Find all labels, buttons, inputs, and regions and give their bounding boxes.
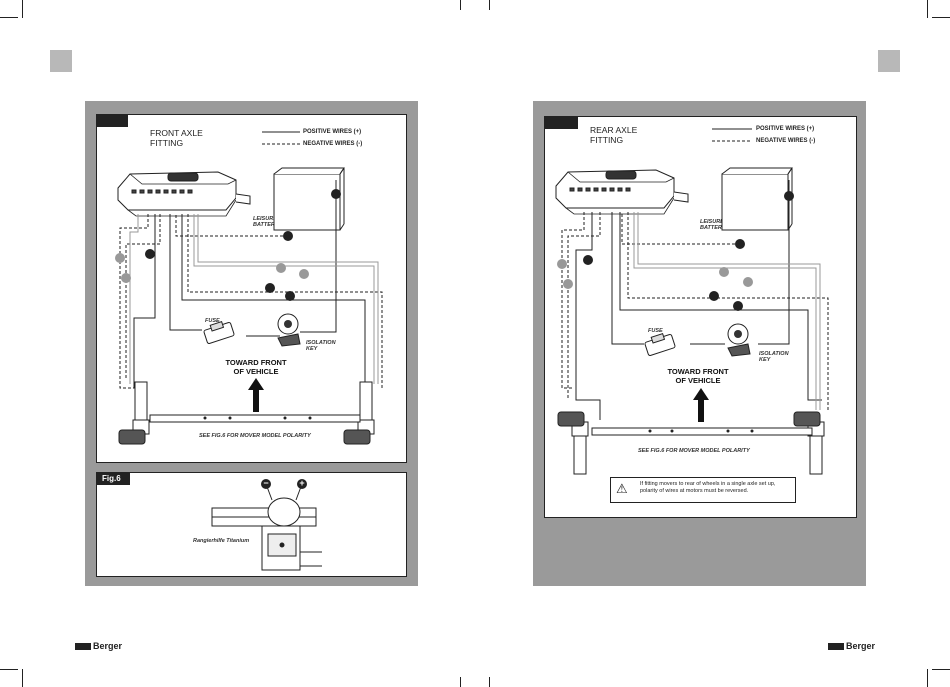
fuse-label: FUSE [648,328,663,334]
crop-mark [927,669,928,687]
brand-name: Berger [93,641,123,651]
toward-front-label: TOWARD FRONT OF VEHICLE [667,367,729,385]
plus-symbol: + [299,478,305,488]
minus-symbol: − [263,478,269,488]
brand-name: Berger [846,641,876,651]
positive-terminal-icon [297,479,307,489]
polarity-note: SEE FIG.6 FOR MOVER MODEL POLARITY [199,433,311,439]
crop-mark [0,669,18,670]
polarity-note: SEE FIG.6 FOR MOVER MODEL POLARITY [638,448,750,454]
logo-mark [75,643,91,651]
legend-negative: NEGATIVE WIRES (-) [303,141,363,147]
rear-label-block [544,116,578,129]
page-tab-right [878,50,900,72]
crop-mark [489,677,490,687]
toward-front-label: TOWARD FRONT OF VEHICLE [225,358,287,376]
crop-mark [927,0,928,18]
page-tab-left [50,50,72,72]
crop-mark [932,669,950,670]
crop-mark [22,669,23,687]
front-axle-title: FRONT AXLE FITTING [150,128,203,148]
brand-logo-right: Berger [828,641,875,651]
legend-positive: POSITIVE WIRES (+) [303,129,362,135]
rear-axle-title: REAR AXLE FITTING [590,125,638,145]
isolation-key-label: ISOLATION KEY [759,351,789,363]
crop-mark [0,17,18,18]
reversal-warning: ⚠ If fitting movers to rear of wheels in… [610,477,796,503]
warning-text: If fitting movers to rear of wheels in a… [640,481,776,494]
front-label-block [96,114,128,127]
front-axle-panel [96,114,407,463]
legend-negative: NEGATIVE WIRES (-) [756,138,816,144]
crop-mark [22,0,23,18]
isolation-key-label: ISOLATION KEY [306,340,336,352]
battery-label: LEISURE BATTERY [253,216,279,228]
brand-logo-left: Berger [75,641,122,651]
rear-axle-panel [544,116,857,518]
crop-mark [932,17,950,18]
logo-mark [828,643,844,651]
crop-mark [460,677,461,687]
crop-mark [489,0,490,10]
model-label: Rangierhilfe Titanium [193,538,250,544]
warning-icon: ⚠ [616,481,628,496]
crop-mark [460,0,461,10]
fig6-label: Fig.6 [96,472,130,485]
negative-terminal-icon [261,479,271,489]
battery-label: LEISURE BATTERY [700,219,726,231]
fuse-label: FUSE [205,318,220,324]
legend-positive: POSITIVE WIRES (+) [756,126,815,132]
